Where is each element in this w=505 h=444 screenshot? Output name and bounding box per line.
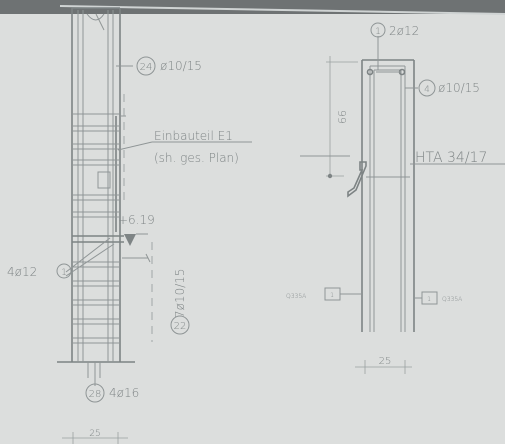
bar-1-id-left: 1 bbox=[61, 268, 67, 278]
embedded-part-note: (sh. ges. Plan) bbox=[154, 151, 239, 165]
right-width-dim: 25 bbox=[379, 356, 392, 367]
bar-4-circle bbox=[418, 79, 436, 97]
level-marker bbox=[124, 234, 136, 246]
height-dim: 66 bbox=[336, 110, 349, 124]
left-stirrups bbox=[72, 113, 124, 344]
bar-24-spec: ø10/15 bbox=[160, 59, 202, 73]
mesh-right-code: Q335A bbox=[442, 296, 462, 303]
bar-24-circle bbox=[136, 56, 156, 76]
level-label: +6.19 bbox=[118, 213, 155, 227]
bar-24-id: 24 bbox=[140, 62, 153, 73]
bar-22-spec: 7ø10/15 bbox=[173, 268, 187, 318]
bar-28-circle bbox=[85, 383, 105, 403]
bar-28-spec: 4ø16 bbox=[109, 386, 139, 400]
bar-28-id: 28 bbox=[89, 389, 102, 400]
top-border-highlight bbox=[59, 5, 505, 15]
top-border bbox=[0, 0, 505, 14]
bar-22-id: 22 bbox=[174, 321, 187, 332]
mesh-left-code: Q335A bbox=[286, 293, 306, 300]
anchor-label: HTA 34/17 bbox=[415, 150, 487, 166]
bar-4-spec: ø10/15 bbox=[438, 81, 480, 95]
embedded-part-title: Einbauteil E1 bbox=[154, 129, 233, 143]
right-wall-section: 1 2ø12 4 ø10/15 66 HTA 34/17 Q335A 1 1 Q… bbox=[286, 22, 505, 374]
bar-1-spec-right: 2ø12 bbox=[389, 24, 419, 38]
bar-4-id: 4 bbox=[424, 85, 430, 95]
bar-1-spec-left: 4ø12 bbox=[7, 265, 37, 279]
left-width-dim: 25 bbox=[89, 429, 100, 439]
left-column-section: 24 ø10/15 Einbauteil E1 (sh. ges. Plan) … bbox=[7, 7, 252, 444]
bar-22-circle bbox=[170, 315, 190, 335]
bar-1-circle-left bbox=[56, 263, 72, 279]
bar-1-circle-right bbox=[370, 22, 386, 38]
mesh-left-count: 1 bbox=[330, 292, 334, 299]
mesh-right-count: 1 bbox=[427, 296, 431, 303]
bar-1-id-right: 1 bbox=[375, 27, 381, 37]
